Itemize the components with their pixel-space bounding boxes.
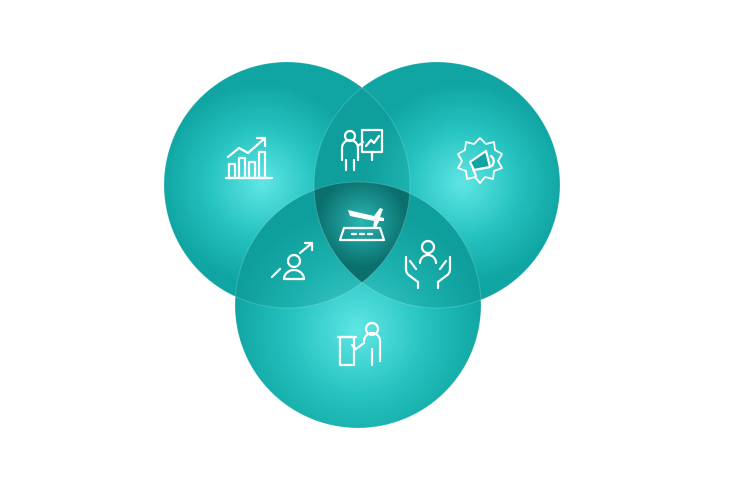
person-hands-support-icon (404, 239, 452, 290)
presenter-podium-icon (336, 321, 382, 367)
bar-chart-growth-icon (224, 136, 274, 180)
megaphone-badge-icon (457, 137, 503, 184)
circle-bottom (235, 182, 481, 428)
person-growth-arrow-icon (270, 241, 314, 281)
runway-airplane-icon (338, 208, 386, 242)
presenter-chart-board-icon (340, 128, 384, 172)
